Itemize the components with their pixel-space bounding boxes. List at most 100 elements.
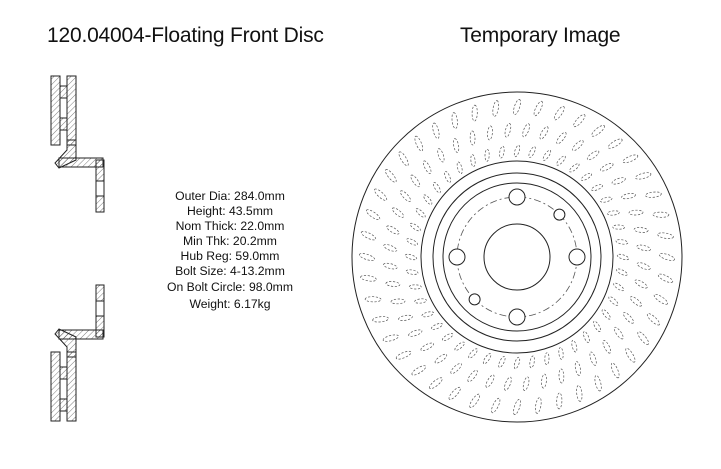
- vane-slot: [467, 369, 478, 383]
- vane-slot: [398, 314, 413, 321]
- vane-slot: [636, 262, 651, 270]
- bolt-hole: [508, 188, 526, 206]
- vane-slot: [533, 100, 543, 117]
- vane-slot: [382, 334, 399, 342]
- vane-slot: [615, 239, 629, 245]
- vane-slot: [591, 184, 604, 191]
- vane-slot: [360, 275, 377, 282]
- vane-slot: [625, 347, 636, 363]
- vane-slot: [556, 131, 567, 145]
- vane-slot: [622, 154, 639, 164]
- vane-slot: [513, 398, 521, 416]
- vane-slot: [593, 320, 602, 333]
- vane-slot: [451, 112, 458, 129]
- spec-minimum-thickness: Min Thk: 20.2mm: [183, 234, 277, 249]
- vane-slot: [600, 196, 613, 203]
- vane-slot: [541, 373, 547, 389]
- vane-slot: [646, 313, 660, 326]
- vane-slot: [580, 172, 593, 181]
- bolt-hole: [568, 248, 586, 266]
- vane-slot: [558, 368, 565, 384]
- vane-slot: [601, 309, 611, 320]
- vane-slot: [522, 123, 530, 138]
- vane-slot: [637, 331, 650, 345]
- vane-slot: [573, 114, 586, 128]
- spec-outer-diameter: Outer Dia: 284.0mm: [175, 189, 285, 203]
- vane-slot: [409, 222, 421, 232]
- vane-slot: [499, 145, 505, 159]
- vane-slot: [398, 151, 409, 167]
- vane-slot: [653, 293, 669, 305]
- vane-slot: [484, 148, 490, 162]
- spec-list: Outer Dia: 284.0mm Height: 43.5mm Nom Th…: [150, 189, 310, 312]
- vane-slot: [421, 311, 434, 318]
- vane-slot: [623, 312, 634, 324]
- vane-slot: [513, 144, 521, 158]
- vane-slot: [406, 238, 418, 246]
- vane-slot: [434, 353, 448, 364]
- vane-slot: [374, 188, 388, 201]
- vane-slot: [469, 130, 476, 146]
- bolt-holes: [448, 188, 586, 326]
- vane-slot: [574, 361, 581, 376]
- spec-nominal-thickness: Nom Thick: 22.0mm: [175, 219, 285, 234]
- vane-slot: [386, 225, 400, 235]
- vane-slot: [633, 227, 649, 233]
- vane-slot: [556, 392, 563, 410]
- vane-slot: [429, 377, 443, 390]
- disc-cross-section: [50, 75, 105, 422]
- vane-slot: [657, 273, 674, 283]
- vane-slot: [487, 125, 493, 141]
- vane-slot: [629, 296, 643, 307]
- vane-slot: [612, 224, 626, 230]
- image-title: Temporary Image: [460, 24, 621, 47]
- vane-slot: [529, 355, 535, 369]
- vane-slot: [553, 105, 565, 121]
- locating-hole: [553, 208, 566, 221]
- vane-slot: [611, 177, 626, 185]
- vane-slot: [658, 253, 676, 261]
- hat-outer-edge: [432, 172, 602, 342]
- vane-slot: [504, 123, 512, 138]
- vane-slot: [430, 323, 443, 330]
- outer-edge: [351, 91, 683, 423]
- vane-slot: [636, 244, 651, 252]
- vane-slot: [635, 172, 652, 180]
- spec-weight: Weight: 6.17kg: [189, 296, 271, 311]
- center-bore: [483, 223, 551, 291]
- vane-slot: [539, 126, 549, 140]
- vane-slot: [504, 376, 512, 391]
- vane-slot: [528, 146, 536, 158]
- vane-slot: [513, 356, 521, 370]
- vane-slot: [616, 253, 630, 261]
- vane-slot: [492, 100, 499, 117]
- vane-slot: [522, 376, 530, 391]
- vane-slot: [358, 253, 376, 261]
- vane-slot: [385, 281, 401, 287]
- bolt-circle: [456, 196, 578, 318]
- vane-slot: [498, 356, 506, 368]
- vane-slot: [594, 375, 602, 392]
- vane-slot: [571, 340, 578, 353]
- vane-slot: [556, 155, 566, 166]
- vane-slot: [542, 149, 552, 161]
- bolt-hole: [508, 308, 526, 326]
- locating-hole: [468, 293, 481, 306]
- vane-slot: [383, 262, 398, 270]
- vane-slot: [404, 253, 418, 261]
- vane-slot: [414, 135, 424, 152]
- vane-slot: [634, 279, 648, 289]
- vane-slot: [608, 296, 619, 306]
- vane-slot: [372, 316, 389, 323]
- vane-slot: [395, 350, 412, 360]
- vane-slot: [415, 208, 426, 218]
- spec-height: Height: 43.5mm: [186, 204, 274, 219]
- bolt-hole: [448, 248, 466, 266]
- vane-slot: [454, 341, 465, 351]
- vane-slot: [471, 104, 478, 122]
- vane-slot: [391, 207, 405, 218]
- vane-slot: [365, 209, 381, 221]
- lower-profile: [50, 284, 105, 422]
- vane-slot: [410, 174, 421, 188]
- vane-slot: [470, 154, 476, 167]
